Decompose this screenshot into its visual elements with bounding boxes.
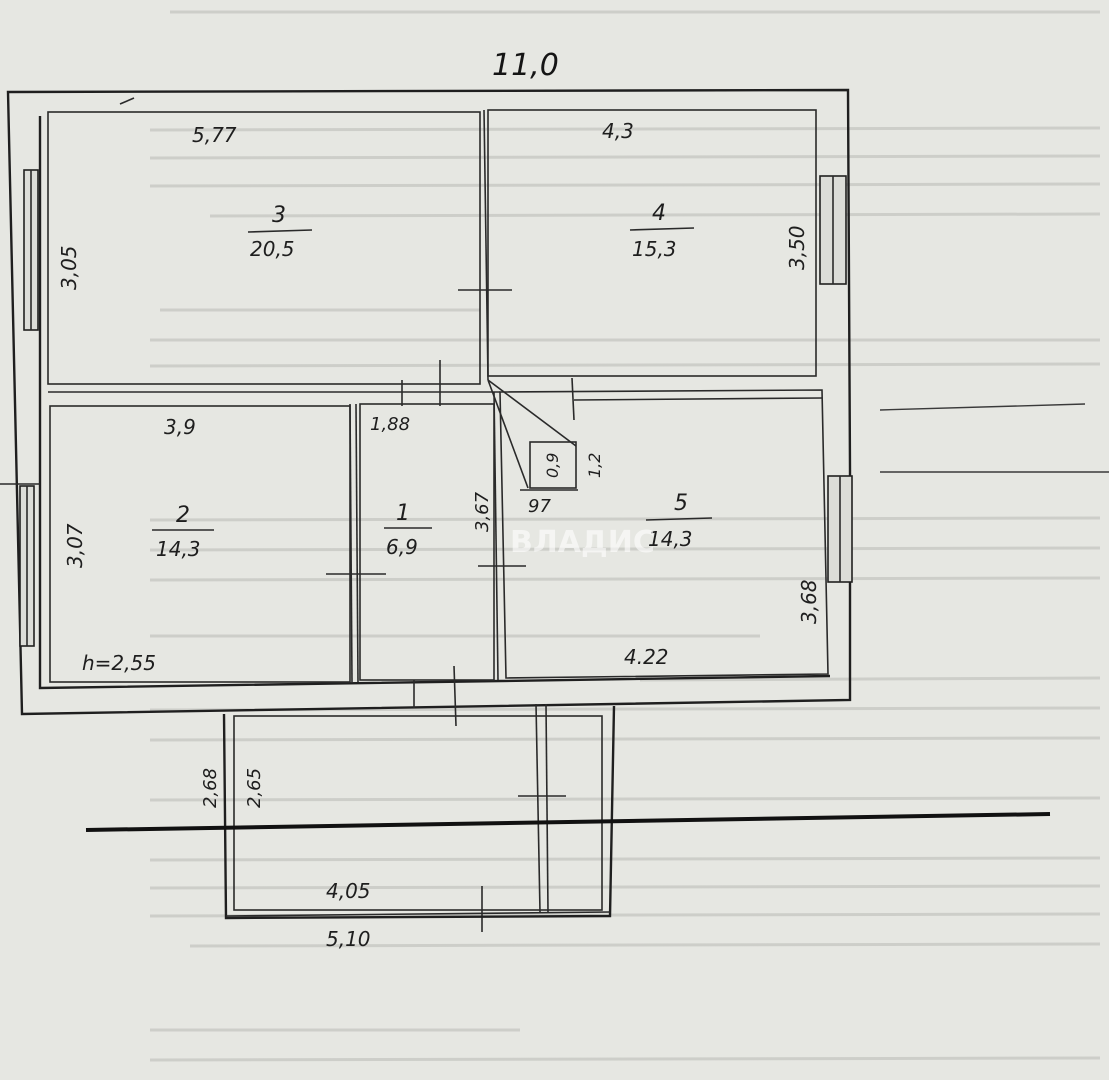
room-3-outline <box>47 111 481 385</box>
watermark: ВЛАДИС <box>510 525 655 560</box>
background-text-lines <box>149 10 1109 1062</box>
labels: 11,0 5,77 3 20,5 3,05 4,3 4 15,3 3,50 3,… <box>57 48 821 951</box>
room-4-area: 15,3 <box>632 237 677 261</box>
room-3-height-label: 3,05 <box>57 245 81 290</box>
door-marks <box>119 97 575 932</box>
room-2-height-label: 3,07 <box>63 523 87 568</box>
stair-label-b: 0,9 <box>543 453 562 478</box>
room-2-number: 2 <box>176 503 190 528</box>
room-2-width-label: 3,9 <box>164 415 196 439</box>
veranda-inner-height-label: 2,65 <box>244 768 265 808</box>
room-1-width-label: 1,88 <box>370 414 410 435</box>
ceiling-height-label: h=2,55 <box>82 651 156 675</box>
room-1-area: 6,9 <box>386 535 418 559</box>
room-2-area: 14,3 <box>156 537 201 561</box>
room-1-number: 1 <box>396 501 410 526</box>
room-3-area: 20,5 <box>250 237 295 261</box>
room-3-number: 3 <box>272 203 286 228</box>
room-5-width-label: 4.22 <box>624 645 669 669</box>
overall-width-label: 11,0 <box>492 48 559 83</box>
room-4-width-label: 4,3 <box>602 119 634 143</box>
room-5-number: 5 <box>674 491 688 516</box>
veranda-inner-width-label: 4,05 <box>326 879 371 903</box>
boundary-line <box>85 812 1051 832</box>
room-4-number: 4 <box>652 201 666 226</box>
room-2-outline <box>49 405 351 683</box>
room-3-width-label: 5,77 <box>192 123 237 147</box>
windows <box>0 169 853 647</box>
room-4-outline <box>487 109 817 377</box>
staircase <box>487 379 578 491</box>
veranda-outer-width-label: 5,10 <box>326 927 371 951</box>
room-5-area: 14,3 <box>648 527 693 551</box>
room-5-outline <box>499 389 829 679</box>
partitions <box>48 109 823 683</box>
veranda-outer-height-label: 2,68 <box>200 768 221 808</box>
room-5-height-label: 3,68 <box>797 579 821 624</box>
stair-label-a: 1,2 <box>585 453 604 478</box>
stair-label-c: 97 <box>528 496 551 517</box>
room-1-height-label: 3,67 <box>472 491 493 532</box>
room-4-height-label: 3,50 <box>785 225 809 270</box>
veranda <box>222 703 616 920</box>
room-1-outline <box>359 403 495 681</box>
